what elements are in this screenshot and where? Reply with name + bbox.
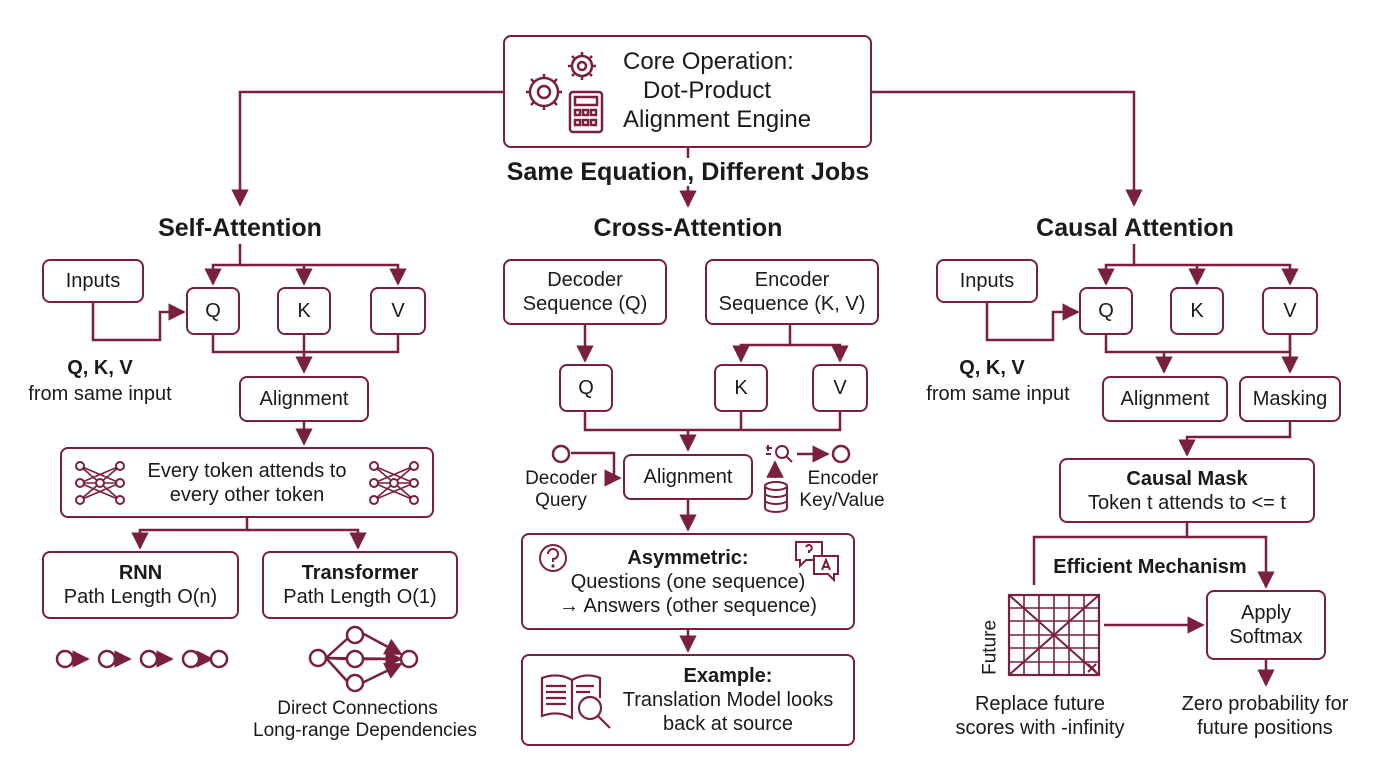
zero-probability-line1: Zero probability for — [1181, 693, 1349, 715]
efficient-mechanism-label: Efficient Mechanism — [1053, 556, 1247, 578]
self-inputs-label: Inputs — [65, 270, 121, 292]
transformer-box: Transformer Path Length O(1) — [262, 551, 458, 619]
book-magnifier-icon — [540, 674, 611, 729]
qa-bubble-icon — [795, 541, 839, 582]
causal-k-box: K — [1170, 287, 1224, 335]
direct-connections-line1: Direct Connections — [277, 698, 438, 719]
cross-v-label: V — [833, 377, 847, 399]
future-axis-label: Future — [979, 619, 1001, 675]
encoder-kv-line1: Encoder — [807, 468, 879, 489]
example-line2: back at source — [662, 713, 794, 735]
causal-v-box: V — [1262, 287, 1318, 335]
apply-softmax-line1: Apply — [1240, 602, 1292, 624]
masking-box: Masking — [1239, 376, 1341, 422]
search-icon — [766, 445, 793, 463]
apply-softmax-line2: Softmax — [1229, 626, 1303, 648]
every-token-line2: every other token — [169, 483, 325, 506]
causal-mask-title: Causal Mask — [1126, 467, 1248, 490]
network-icon — [369, 461, 419, 505]
cross-attention-title: Cross-Attention — [593, 214, 783, 242]
decoder-sequence-box: Decoder Sequence (Q) — [503, 259, 667, 325]
self-v-box: V — [370, 287, 426, 335]
asymmetric-line1: Questions (one sequence) — [570, 570, 806, 593]
cross-k-label: K — [734, 377, 748, 399]
cross-q-label: Q — [578, 377, 594, 399]
asymmetric-title: Asymmetric: — [627, 546, 749, 569]
mask-grid-icon — [1007, 593, 1101, 677]
asymmetric-line2: → Answers (other sequence) — [559, 594, 817, 617]
example-title: Example: — [683, 665, 773, 687]
transformer-path-length: Path Length O(1) — [283, 586, 437, 608]
core-line2: Dot-Product — [643, 77, 772, 105]
self-q-label: Q — [205, 300, 221, 322]
self-v-label: V — [391, 300, 405, 322]
causal-mask-box: Causal Mask Token t attends to <= t — [1059, 458, 1315, 523]
core-operation-box: Core Operation: Dot-Product Alignment En… — [503, 35, 872, 148]
example-box: Example: Translation Model looks back at… — [521, 654, 855, 746]
self-k-label: K — [297, 300, 311, 322]
replace-future-line2: scores with -infinity — [955, 717, 1125, 739]
causal-alignment-label: Alignment — [1120, 388, 1210, 410]
replace-future-line1: Replace future — [974, 693, 1106, 715]
network-icon — [75, 461, 125, 505]
self-alignment-box: Alignment — [239, 376, 369, 422]
cross-v-box: V — [812, 364, 868, 412]
apply-softmax-box: Apply Softmax — [1206, 590, 1326, 660]
cross-alignment-label: Alignment — [643, 466, 733, 488]
causal-v-label: V — [1283, 300, 1297, 322]
causal-mask-text: Token t attends to <= t — [1088, 491, 1286, 514]
decoder-query-line2: Query — [535, 490, 587, 511]
causal-q-box: Q — [1079, 287, 1133, 335]
rnn-path-length: Path Length O(n) — [63, 586, 218, 608]
gears-icon — [526, 52, 596, 110]
causal-q-label: Q — [1098, 300, 1114, 322]
every-token-line1: Every token attends to — [147, 459, 347, 482]
rnn-title: RNN — [118, 562, 163, 584]
decoder-sequence-line1: Decoder — [547, 269, 623, 291]
subtitle: Same Equation, Different Jobs — [506, 158, 870, 186]
self-attention-title: Self-Attention — [158, 214, 322, 242]
causal-inputs-box: Inputs — [936, 259, 1038, 303]
transformer-title: Transformer — [301, 562, 419, 584]
core-line1: Core Operation: — [623, 48, 794, 76]
cross-k-box: K — [714, 364, 768, 412]
calculator-icon — [568, 90, 604, 134]
encoder-sequence-line1: Encoder — [754, 269, 830, 291]
direct-connections-line2: Long-range Dependencies — [253, 720, 477, 741]
causal-inputs-label: Inputs — [959, 270, 1015, 292]
encoder-key-node — [831, 444, 851, 464]
encoder-sequence-line2: Sequence (K, V) — [718, 293, 866, 315]
question-icon — [539, 544, 567, 572]
decoder-sequence-line2: Sequence (Q) — [522, 293, 648, 315]
self-q-box: Q — [186, 287, 240, 335]
self-alignment-label: Alignment — [259, 388, 349, 410]
encoder-kv-line2: Key/Value — [799, 490, 885, 511]
example-line1: Translation Model looks — [622, 689, 834, 711]
self-inputs-box: Inputs — [42, 259, 144, 303]
database-icon — [764, 481, 788, 513]
rnn-box: RNN Path Length O(n) — [42, 551, 239, 619]
self-qkv-label: Q, K, V — [67, 357, 133, 379]
rnn-chain-icon — [55, 649, 229, 669]
decoder-query-node — [551, 444, 571, 464]
cross-alignment-box: Alignment — [623, 454, 753, 500]
causal-k-label: K — [1190, 300, 1204, 322]
self-qkv-source: from same input — [28, 383, 172, 405]
cross-q-box: Q — [559, 364, 613, 412]
transformer-graph-icon — [308, 625, 419, 693]
causal-qkv-source: from same input — [926, 383, 1070, 405]
encoder-sequence-box: Encoder Sequence (K, V) — [705, 259, 879, 325]
self-k-box: K — [277, 287, 331, 335]
causal-qkv-label: Q, K, V — [959, 357, 1025, 379]
zero-probability-line2: future positions — [1197, 717, 1333, 739]
decoder-query-line1: Decoder — [525, 468, 597, 489]
causal-attention-title: Causal Attention — [1036, 214, 1234, 242]
causal-alignment-box: Alignment — [1102, 376, 1228, 422]
core-line3: Alignment Engine — [623, 105, 812, 133]
masking-label: Masking — [1252, 388, 1328, 410]
